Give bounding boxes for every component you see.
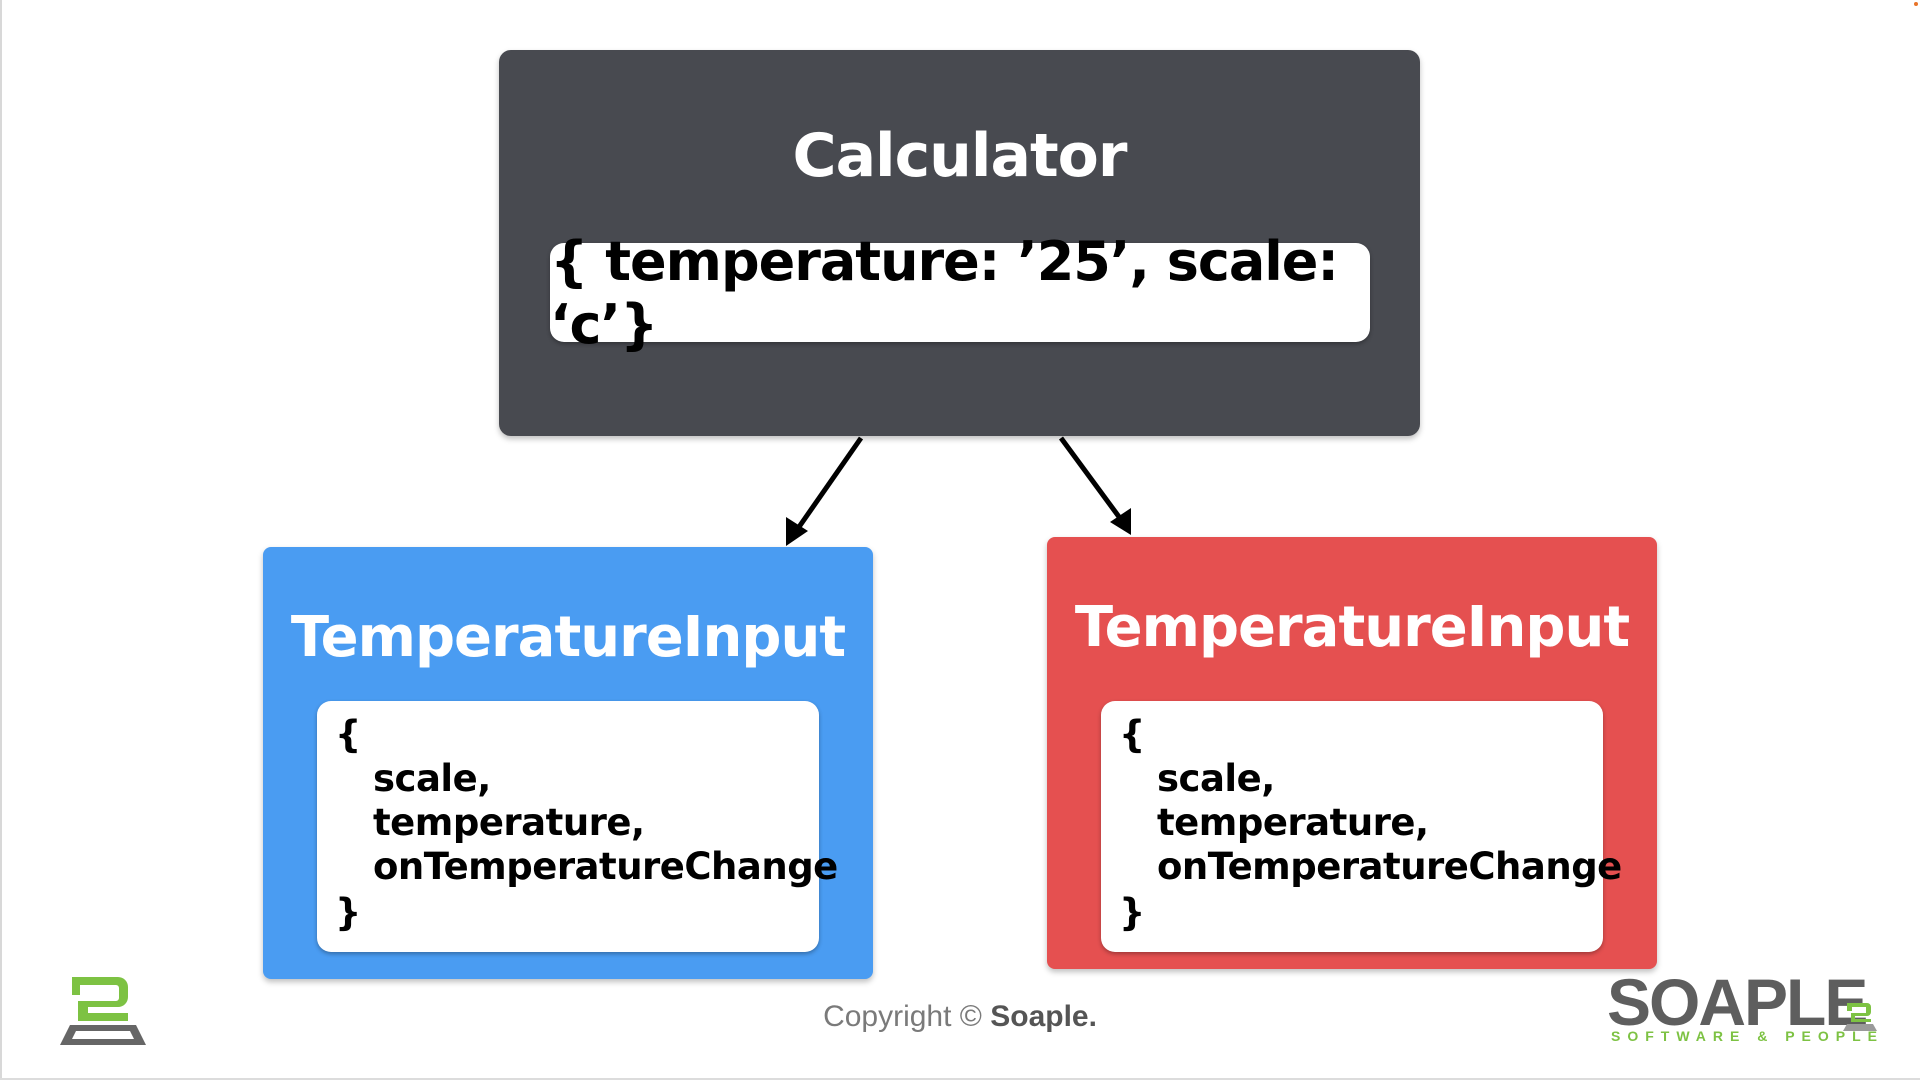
brace-open: { [1119, 713, 1145, 756]
corner-dot [1914, 2, 1918, 6]
prop-temperature: temperature, [373, 801, 645, 844]
prop-temperature: temperature, [1157, 801, 1429, 844]
temperature-input-title: TemperatureInput [1074, 595, 1630, 660]
temperature-input-blue: TemperatureInput { scale, temperature, o… [263, 547, 873, 979]
calculator-title: Calculator [792, 121, 1128, 191]
prop-on-temperature-change: onTemperatureChange [373, 845, 838, 888]
logo-tagline: SOFTWARE & PEOPLE [1611, 1028, 1885, 1044]
edge-calculator-to-right [1058, 436, 1131, 535]
brace-open: { [335, 713, 361, 756]
brace-close: } [335, 891, 361, 934]
temperature-input-title: TemperatureInput [290, 605, 846, 670]
props-list: scale, temperature, onTemperatureChange [1157, 757, 1622, 889]
copyright-brand: Soaple. [990, 1000, 1097, 1033]
props-panel: { scale, temperature, onTemperatureChang… [317, 701, 838, 952]
temperature-input-red: TemperatureInput { scale, temperature, o… [1047, 537, 1657, 969]
brace-close: } [1119, 891, 1145, 934]
soaple-logo: SOAPLE SOFTWARE & PEOPLE [1607, 965, 1897, 1044]
props-list: scale, temperature, onTemperatureChange [373, 757, 838, 889]
soaple-mini-mark-icon [1843, 1003, 1877, 1031]
soaple-mark-icon [58, 975, 148, 1051]
prop-scale: scale, [373, 757, 491, 800]
prop-scale: scale, [1157, 757, 1275, 800]
frame-left-border [0, 0, 2, 1080]
copyright-prefix: Copyright © [823, 1000, 991, 1033]
logo-word: SOAPLE [1607, 965, 1868, 1039]
calculator-box: Calculator { temperature: ’25’, scale: ‘… [499, 50, 1420, 436]
edge-calculator-to-left [786, 436, 864, 546]
prop-on-temperature-change: onTemperatureChange [1157, 845, 1622, 888]
props-panel: { scale, temperature, onTemperatureChang… [1101, 701, 1622, 952]
frame-bottom-border [0, 1078, 1920, 1080]
copyright-text: Copyright © Soaple. [0, 1000, 1920, 1034]
